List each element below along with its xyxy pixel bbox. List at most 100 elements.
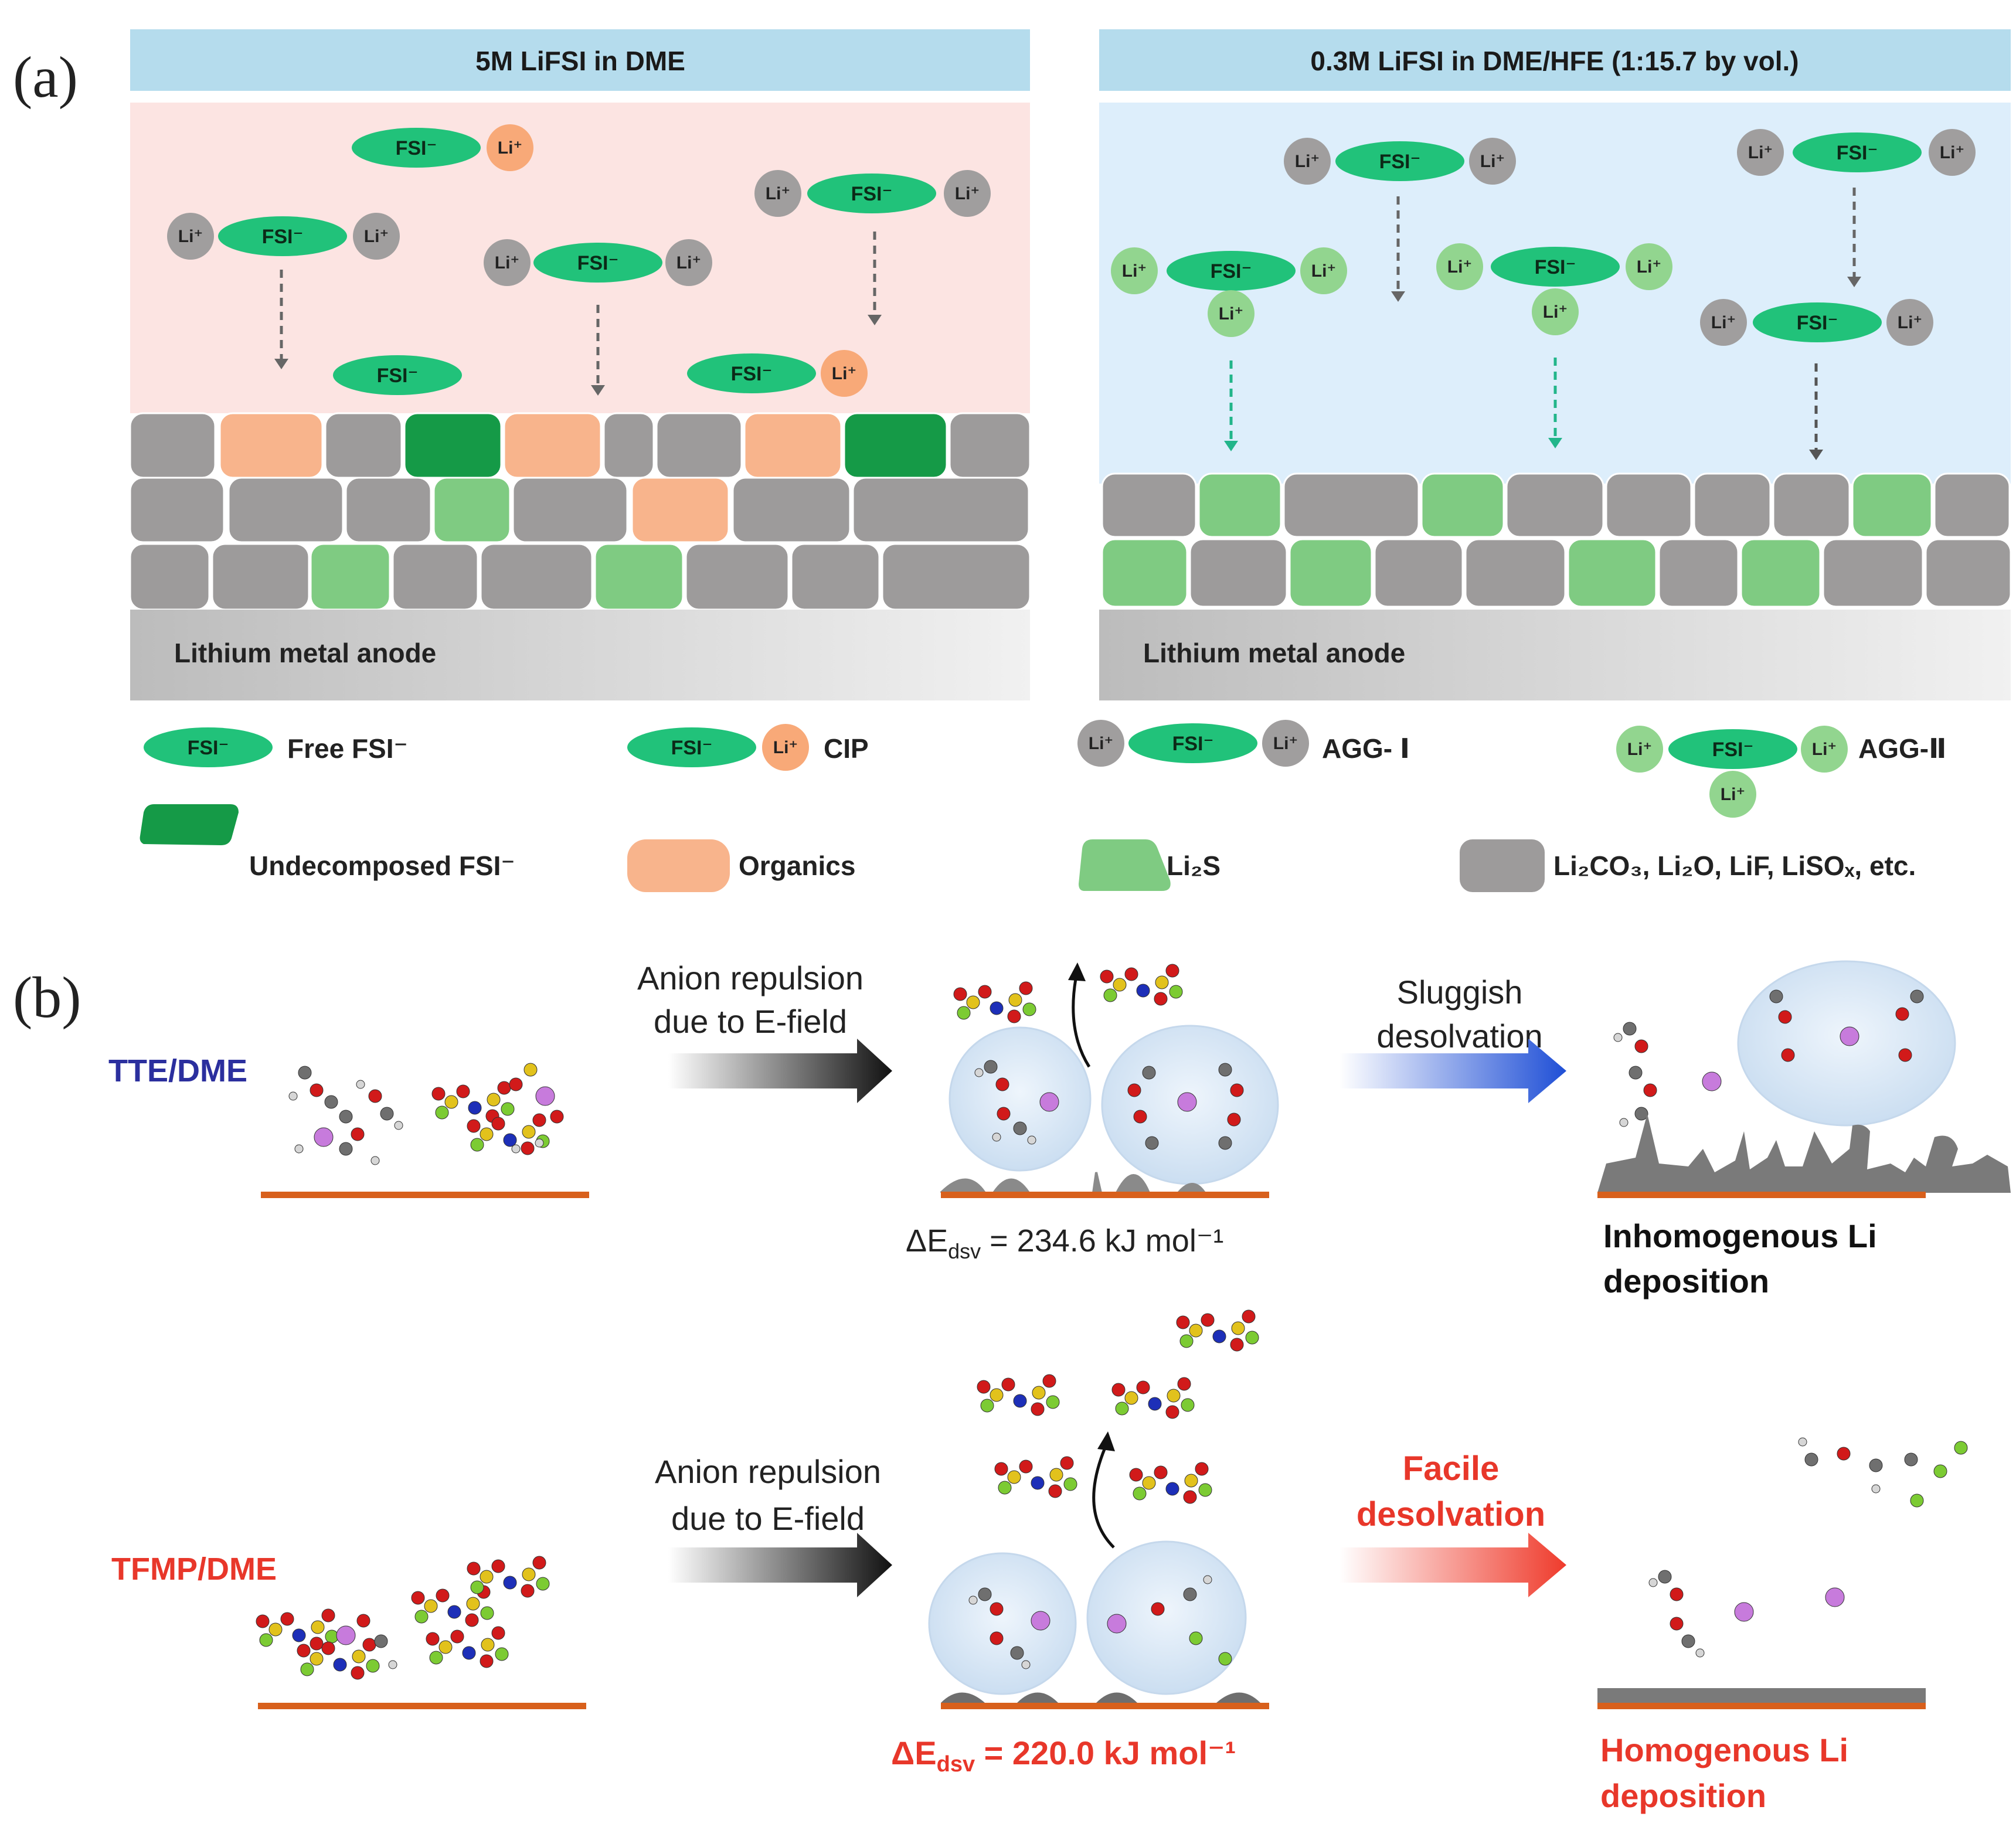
li-label: Li⁺ [1122,261,1147,281]
tte-left-a-c-atom-8 [380,1107,394,1121]
tte-left-a-h-atom-11 [370,1156,380,1165]
tfmp-shell-1-h-atom-6 [1021,1660,1031,1669]
tfmp-right-a-f-atom-4 [1933,1464,1947,1478]
tfmp-right-a-c-atom-0 [1804,1452,1818,1467]
tfmp-left-b-f-atom-7 [366,1659,380,1673]
tte-left-c-o-atom-6 [532,1113,546,1127]
li-label: Li⁺ [1711,313,1736,332]
tfmp-left-e-s-atom-5 [481,1638,495,1652]
fsi-label: FSI⁻ [731,363,773,385]
uniform-lithium-layer [1597,1688,1926,1705]
left-sei-row1-block-4 [503,412,602,479]
right-sei-row1-block-2 [1283,472,1420,538]
tte-left-b-s-atom-0 [444,1095,458,1109]
fsi-anion: FSI⁻ [218,216,347,256]
tfmp-left-d-s-atom-5 [466,1597,480,1611]
tfmp-top-5-f-atom-7 [1198,1483,1212,1497]
li-cation: Li⁺ [1929,129,1976,176]
tte-left-d-o-atom-3 [550,1110,564,1124]
tfmp-right-c-li-atom-0 [1734,1602,1754,1622]
tfmp-arrow2-line1: Facile [1403,1450,1499,1488]
li-circle [754,170,801,217]
fsi-ellipse [1753,302,1882,342]
tfmp-top-4-f-atom-7 [1181,1398,1195,1412]
tte-energy: ΔEdsv = 234.6 kJ mol⁻¹ [906,1223,1223,1263]
left-sei-row2-block-6 [732,477,851,543]
left-sei-row1-block-9 [948,412,1031,479]
right-sei-row2-block-3 [1374,538,1464,608]
fsi-ellipse [1128,723,1257,763]
left-header-title: 5M LiFSI in DME [475,46,685,76]
li-circle [1284,138,1331,185]
tte-left-a-c-atom-0 [298,1066,312,1080]
fsi-anion: FSI⁻ [1128,723,1257,763]
right-dash-arrow-3-head [1809,450,1823,460]
right-sei-row1-block-0 [1101,472,1197,538]
right-sei-row2-block-9 [1925,538,2012,608]
tfmp-left-b-o-atom-1 [297,1644,311,1658]
tfmp-substrate-middle [941,1703,1269,1709]
tfmp-right-b-o-atom-2 [1670,1617,1684,1631]
tte-release-curve [1072,978,1091,1068]
tte-left-c-o-atom-8 [521,1141,535,1155]
tte-top-1-s-atom-0 [966,995,980,1009]
left-sei-row2-block-5 [631,477,730,543]
tte-left-a-o-atom-7 [368,1089,382,1103]
tfmp-left-f-s-atom-0 [480,1570,494,1584]
fsi-anion: FSI⁻ [807,174,936,213]
tfmp-top-5-s-atom-5 [1184,1474,1198,1488]
tfmp-shell-1-c-atom-3 [1010,1646,1024,1660]
tte-top-1-n-atom-4 [990,1001,1004,1015]
tfmp-shell-2-o-atom-1 [1151,1602,1165,1616]
fsi-ellipse [1335,141,1464,181]
legend-li2s-label: Li₂S [1167,851,1221,881]
tte-top-1-f-atom-7 [1022,1002,1036,1016]
tfmp-top-5-f-atom-3 [1133,1486,1147,1501]
li-cation: Li⁺ [1616,726,1663,773]
tfmp-left-e-o-atom-2 [450,1630,464,1644]
tfmp-left-e-s-atom-0 [438,1640,453,1654]
tfmp-top-3-f-atom-7 [1245,1331,1259,1345]
tte-shell-1-h-atom-5 [974,1068,984,1077]
tfmp-left-a-o-atom-1 [256,1614,270,1628]
tte-left-b-n-atom-4 [468,1101,482,1115]
homogenous-line1: Homogenous Li [1600,1731,1848,1768]
li-cation: Li⁺ [665,239,712,286]
left-sei-row2-block-2 [345,477,432,543]
tte-left-a-h-atom-13 [356,1080,365,1089]
fsi-label: FSI⁻ [1712,739,1754,761]
li-cation: Li⁺ [1801,726,1848,773]
li-cation: Li⁺ [1532,288,1579,335]
right-sei-row2-block-1 [1189,538,1288,608]
fsi-anion: FSI⁻ [1668,729,1797,769]
tfmp-right-b-h-atom-5 [1695,1648,1705,1658]
right-solvation-species: Li⁺FSI⁻Li⁺Li⁺FSI⁻Li⁺Li⁺FSI⁻Li⁺Li⁺Li⁺FSI⁻… [1111,129,1976,460]
li-circle [1077,720,1124,767]
tte-left-b-o-atom-1 [431,1087,446,1101]
tte-right-b-li-atom-3 [1840,1026,1859,1046]
tfmp-energy-sub: dsv [937,1752,975,1777]
fsi-label: FSI⁻ [1172,733,1214,755]
li-label: Li⁺ [364,227,389,246]
tfmp-top-1-o-atom-8 [1031,1402,1045,1416]
species-legend: FSI⁻FSI⁻Li⁺Li⁺FSI⁻Li⁺Li⁺FSI⁻Li⁺Li⁺ [144,720,1848,818]
tfmp-desolvated-atoms [1648,1437,1968,1658]
fsi-anion: FSI⁻ [687,353,816,393]
tte-left-b-f-atom-3 [435,1105,449,1120]
tfmp-left-b-n-atom-4 [333,1658,347,1672]
tfmp-left-f-f-atom-3 [470,1580,484,1594]
tfmp-left-d-f-atom-3 [414,1610,429,1624]
tfmp-right-b-c-atom-3 [1681,1634,1695,1648]
tfmp-left-f-s-atom-5 [522,1567,536,1581]
li-label: Li⁺ [832,364,857,383]
tte-top-2-s-atom-0 [1113,978,1127,992]
tte-left-b-o-atom-2 [456,1084,470,1098]
tfmp-top-1-o-atom-2 [1001,1377,1015,1392]
left-dash-arrow-1-head [274,359,288,369]
fsi-label: FSI⁻ [188,737,229,759]
li-label: Li⁺ [1447,257,1473,277]
tte-energy-value: = 234.6 kJ mol⁻¹ [981,1223,1223,1258]
li-cation: Li⁺ [1709,771,1756,818]
right-header-title: 0.3M LiFSI in DME/HFE (1:15.7 by vol.) [1310,46,1799,76]
tfmp-top-5-o-atom-2 [1154,1465,1168,1479]
